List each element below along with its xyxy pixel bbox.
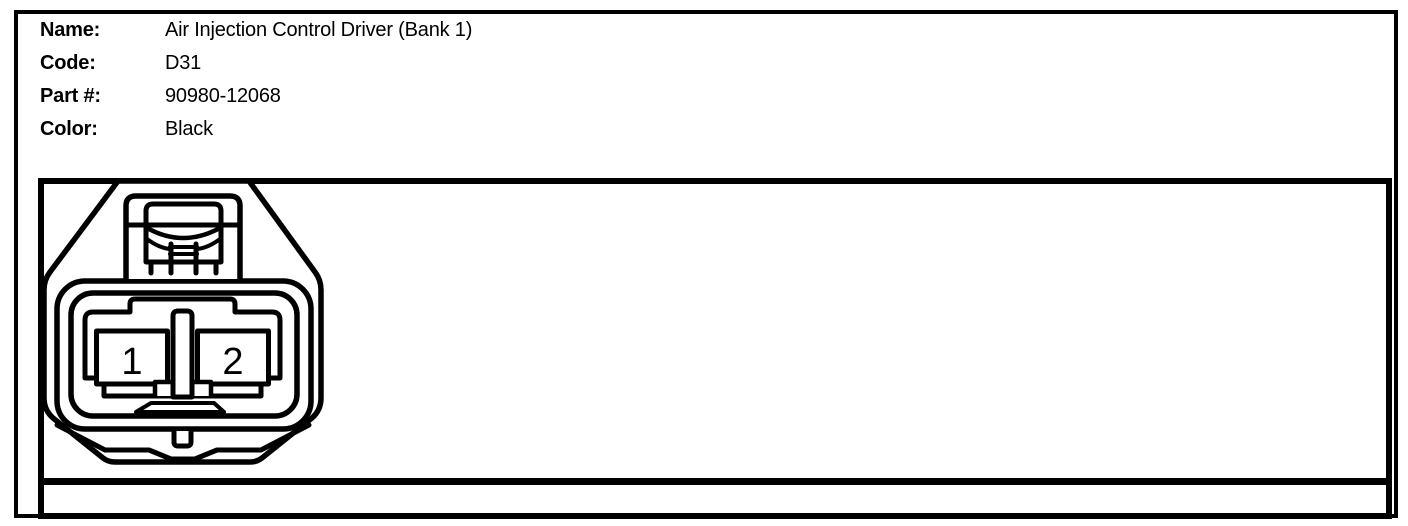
code-label: Code: (40, 52, 96, 74)
latch-spring-curve (146, 226, 221, 241)
shell-bottom-chamfer-line (54, 422, 312, 462)
part-number-value: 90980-12068 (165, 85, 281, 107)
name-label: Name: (40, 19, 101, 41)
connector-info-fields: Name: Air Injection Control Driver (Bank… (40, 14, 472, 146)
color-value: Black (165, 118, 213, 140)
code-value: D31 (165, 52, 202, 74)
table-row-divider (44, 478, 1386, 485)
pin-2-cavity (195, 328, 271, 387)
field-row-name: Name: Air Injection Control Driver (Bank… (40, 14, 472, 47)
color-label: Color: (40, 118, 98, 140)
pin-1-label: 1 (121, 341, 142, 383)
field-row-part-number: Part #: 90980-12068 (40, 80, 472, 113)
latch-flare-left (145, 237, 172, 251)
pin-2-label: 2 (222, 341, 243, 383)
pin-1-cavity (94, 328, 170, 387)
connector-diagram-table (38, 178, 1392, 519)
part-number-label: Part #: (40, 85, 101, 107)
seal-bar (134, 401, 226, 414)
field-row-color: Color: Black (40, 113, 472, 146)
latch-flare-right (195, 237, 222, 251)
name-value: Air Injection Control Driver (Bank 1) (165, 19, 473, 41)
bottom-index-tab (171, 428, 194, 449)
field-row-code: Code: D31 (40, 47, 472, 80)
connector-diagram: 1 2 (41, 178, 324, 465)
center-post (170, 308, 195, 400)
